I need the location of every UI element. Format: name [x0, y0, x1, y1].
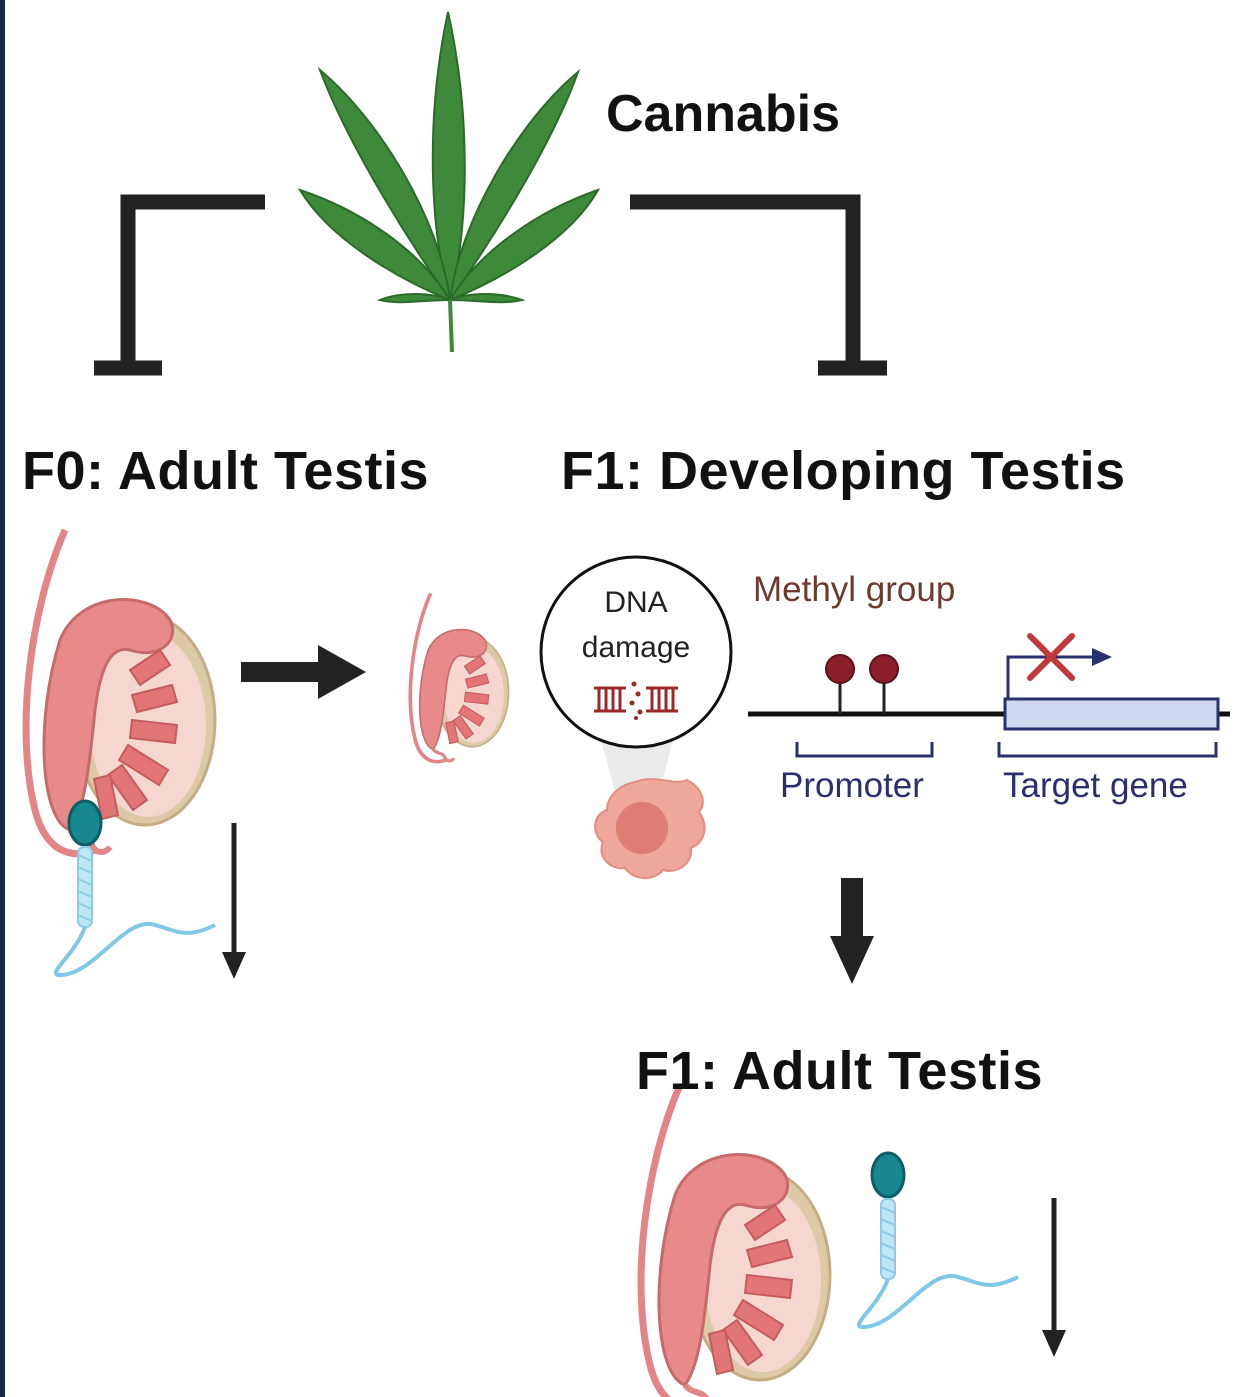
dna-label: DNA — [604, 586, 668, 619]
target-gene-bracket — [997, 742, 1218, 758]
target-gene-label: Target gene — [1003, 766, 1188, 805]
f1-developing-testis-title: F1: Developing Testis — [561, 441, 1126, 501]
blocked-x-icon — [1027, 633, 1075, 681]
cannabis-label: Cannabis — [606, 85, 841, 143]
f1-developing-testis-icon — [408, 591, 511, 764]
left-edge-stripe — [0, 0, 5, 1397]
dna-damage-callout — [539, 555, 733, 879]
methyl-group-icon — [825, 654, 899, 714]
f1-sperm-icon — [856, 1151, 1020, 1329]
f0-decrease-arrow-icon — [222, 823, 246, 979]
f0-adult-testis-title: F0: Adult Testis — [22, 441, 430, 501]
methyl-group-label: Methyl group — [753, 570, 956, 609]
inhibition-connector-right — [630, 194, 887, 376]
promoter-bracket — [795, 742, 934, 758]
broken-dna-icon — [594, 686, 678, 713]
f1-decrease-arrow-icon — [1042, 1198, 1066, 1357]
cannabis-leaf-icon — [297, 11, 601, 353]
f1-adult-testis-title: F1: Adult Testis — [636, 1041, 1044, 1101]
f0-sperm-icon — [53, 799, 217, 977]
f1-adult-testis-icon — [641, 1085, 830, 1397]
f0-adult-testis-icon — [26, 530, 215, 854]
development-arrow-icon — [241, 645, 366, 699]
promoter-label: Promoter — [780, 766, 924, 805]
transcription-start-arrow-icon — [1006, 648, 1112, 698]
nucleus-icon — [616, 802, 668, 854]
target-gene-box — [1003, 697, 1220, 731]
gene-schematic — [748, 633, 1230, 758]
damage-label: damage — [581, 631, 691, 664]
development-down-arrow-icon — [830, 878, 874, 984]
inhibition-connector-left — [94, 194, 265, 376]
